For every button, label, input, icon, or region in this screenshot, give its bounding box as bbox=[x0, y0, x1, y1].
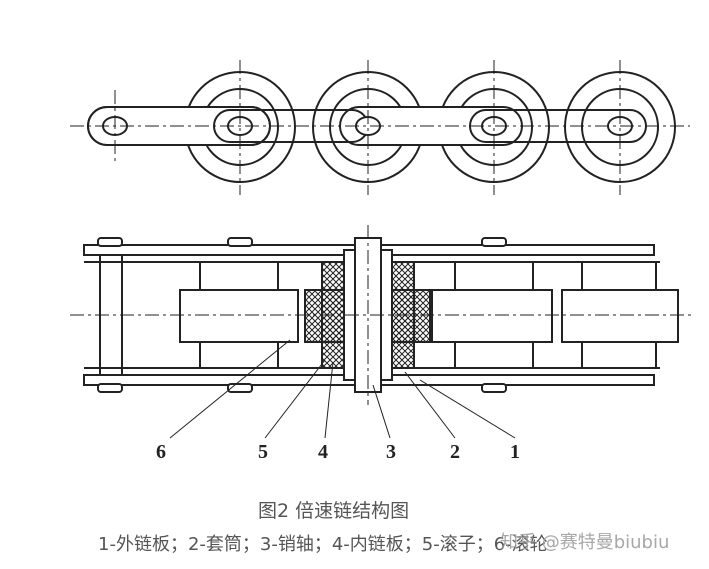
part-label: 6 bbox=[156, 441, 166, 463]
part-label: 5 bbox=[258, 441, 268, 463]
watermark: 知乎 @赛特曼biubiu bbox=[500, 532, 670, 553]
part-labels: 6 5 4 3 2 1 bbox=[156, 441, 520, 463]
top-view bbox=[70, 225, 695, 439]
part-label: 1 bbox=[510, 441, 520, 463]
figure-title: 图2 倍速链结构图 bbox=[258, 500, 410, 522]
part-label: 4 bbox=[318, 441, 328, 463]
part-label: 3 bbox=[386, 441, 396, 463]
part-label: 2 bbox=[450, 441, 460, 463]
figure-caption: 1-外链板；2-套筒；3-销轴；4-内链板；5-滚子；6-滚轮 bbox=[98, 534, 548, 555]
side-view bbox=[70, 60, 690, 195]
